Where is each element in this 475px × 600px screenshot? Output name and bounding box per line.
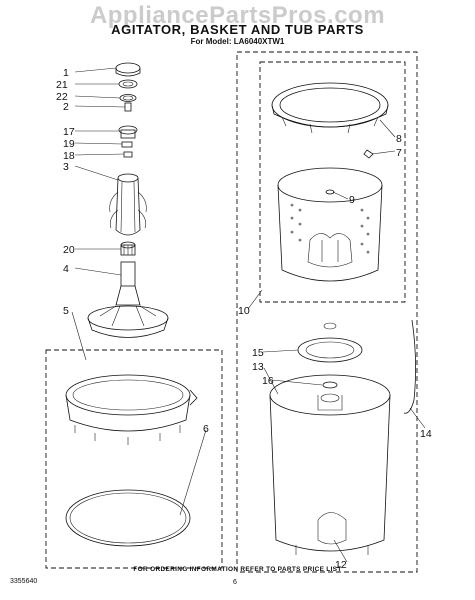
document-number: 3355640 bbox=[10, 578, 38, 585]
callout-7: 7 bbox=[396, 147, 402, 159]
callout-8: 8 bbox=[396, 133, 402, 145]
page-number: 6 bbox=[233, 579, 237, 586]
wash-basket bbox=[277, 167, 383, 282]
callout-16: 16 bbox=[262, 375, 274, 387]
callout-13: 13 bbox=[252, 361, 264, 373]
ordering-note: FOR ORDERING INFORMATION REFER TO PARTS … bbox=[133, 566, 342, 573]
callout-12: 12 bbox=[335, 559, 347, 571]
tub-seal bbox=[322, 381, 338, 389]
outer-tub bbox=[269, 374, 391, 555]
page-title: AGITATOR, BASKET AND TUB PARTS bbox=[111, 22, 364, 37]
cap-ring bbox=[118, 79, 138, 89]
callout-17: 17 bbox=[63, 126, 75, 138]
callout-14: 14 bbox=[420, 428, 432, 440]
callout-2: 2 bbox=[63, 101, 69, 113]
callout-1: 1 bbox=[63, 67, 69, 79]
basket-nut bbox=[325, 189, 335, 195]
agitator-shaft-base bbox=[87, 261, 169, 338]
watermark: AppliancePartsPros.com bbox=[89, 2, 386, 29]
drain-hose bbox=[403, 319, 416, 414]
callout-22: 22 bbox=[56, 91, 68, 103]
drive-bell bbox=[120, 241, 136, 256]
dog-assembly bbox=[118, 125, 138, 139]
callout-3: 3 bbox=[63, 161, 69, 173]
leader-lines bbox=[71, 67, 426, 563]
agitator bbox=[109, 173, 147, 236]
tub-gasket bbox=[65, 489, 191, 547]
drive-plate bbox=[297, 322, 363, 363]
basket-group-box bbox=[259, 61, 406, 303]
agitator-cap bbox=[115, 62, 141, 77]
ring-clip bbox=[363, 149, 374, 159]
seal-ring bbox=[119, 94, 137, 102]
callout-5: 5 bbox=[63, 305, 69, 317]
callout-18: 18 bbox=[63, 150, 75, 162]
callout-4: 4 bbox=[63, 263, 69, 275]
callout-6: 6 bbox=[203, 423, 209, 435]
model-subtitle: For Model: LA6040XTW1 bbox=[190, 37, 285, 46]
callout-20: 20 bbox=[63, 244, 75, 256]
dog-parts bbox=[121, 141, 133, 158]
tub-cover-ring bbox=[271, 82, 389, 134]
callout-21: 21 bbox=[56, 79, 68, 91]
tub-ring bbox=[65, 374, 198, 445]
callout-15: 15 bbox=[252, 347, 264, 359]
base-group-box bbox=[45, 349, 223, 569]
callout-9: 9 bbox=[349, 194, 355, 206]
tub-group-box bbox=[236, 51, 418, 573]
callout-19: 19 bbox=[63, 138, 75, 150]
small-bolt bbox=[124, 102, 132, 112]
callout-10: 10 bbox=[238, 305, 250, 317]
